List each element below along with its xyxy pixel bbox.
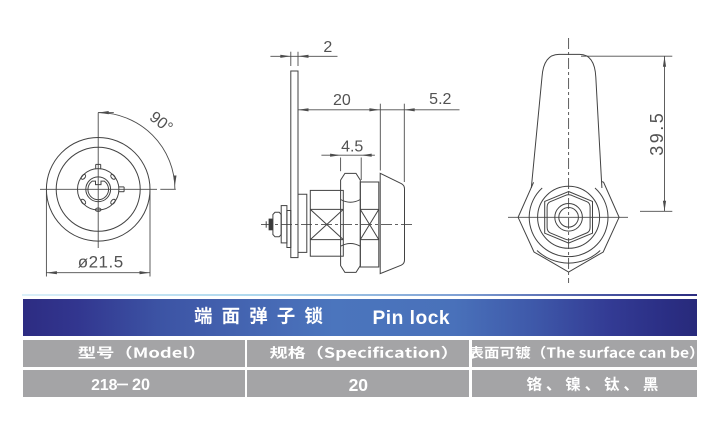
svg-text:Pin lock: Pin lock xyxy=(373,308,451,329)
svg-text:20: 20 xyxy=(132,376,150,394)
svg-text:218: 218 xyxy=(91,377,118,394)
svg-text:5.2: 5.2 xyxy=(429,91,451,108)
svg-text:ø21.5: ø21.5 xyxy=(78,253,124,272)
svg-text:2: 2 xyxy=(323,39,332,56)
svg-text:39.5: 39.5 xyxy=(647,111,667,156)
svg-text:20: 20 xyxy=(333,92,351,109)
svg-text:4.5: 4.5 xyxy=(341,138,363,155)
svg-text:20: 20 xyxy=(349,375,369,395)
